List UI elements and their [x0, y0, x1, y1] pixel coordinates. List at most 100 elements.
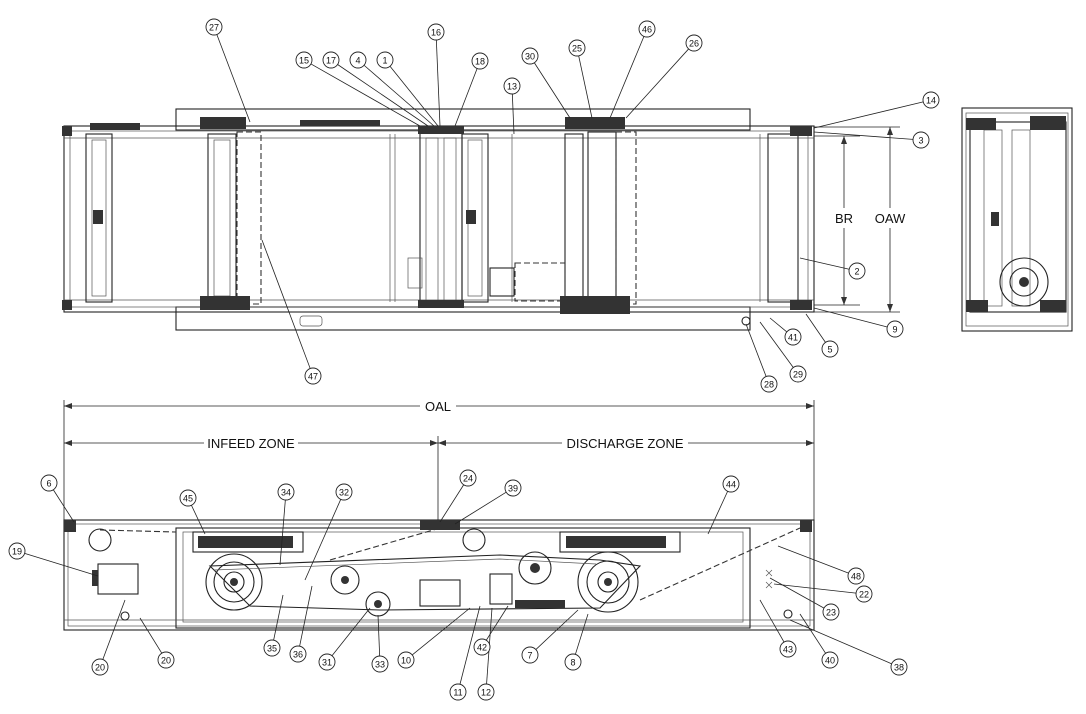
callout-leader — [759, 321, 794, 368]
callout-number: 27 — [209, 23, 219, 33]
callout-leader — [759, 599, 785, 643]
callout-balloon-20: 20 — [157, 651, 175, 669]
callout-leader — [578, 55, 593, 119]
callout-number: 20 — [95, 663, 105, 673]
callout-leader — [745, 323, 767, 377]
callout-number: 1 — [382, 56, 387, 66]
dimension-lines — [63, 126, 900, 520]
side-view — [63, 519, 815, 631]
callout-leader — [389, 65, 439, 127]
callout-leader — [363, 64, 435, 127]
callout-balloon-22: 22 — [855, 585, 873, 603]
callout-balloon-6: 6 — [40, 474, 58, 492]
callout-number: 28 — [764, 380, 774, 390]
callout-number: 34 — [281, 488, 291, 498]
callout-balloon-14: 14 — [922, 91, 940, 109]
callout-balloon-27: 27 — [205, 18, 223, 36]
callout-balloon-19: 19 — [8, 542, 26, 560]
callout-number: 6 — [46, 479, 51, 489]
br-dimension-label: BR — [835, 211, 853, 226]
callout-balloon-26: 26 — [685, 34, 703, 52]
callout-number: 23 — [826, 608, 836, 618]
callout-leader — [459, 605, 481, 685]
callout-balloon-42: 42 — [473, 638, 491, 656]
callout-number: 40 — [825, 656, 835, 666]
callout-leader — [261, 239, 311, 369]
callout-balloon-40: 40 — [821, 651, 839, 669]
callout-leader — [331, 607, 371, 656]
callout-balloon-17: 17 — [322, 51, 340, 69]
callout-balloon-4: 4 — [349, 51, 367, 69]
callout-leader — [789, 619, 892, 665]
callout-number: 8 — [570, 658, 575, 668]
callout-balloon-43: 43 — [779, 640, 797, 658]
callout-balloon-39: 39 — [504, 479, 522, 497]
callout-balloon-25: 25 — [568, 39, 586, 57]
callout-number: 35 — [267, 644, 277, 654]
end-view — [961, 107, 1073, 332]
callout-number: 26 — [689, 39, 699, 49]
callout-leader — [102, 599, 126, 660]
callout-balloon-9: 9 — [886, 320, 904, 338]
callout-leader — [310, 63, 421, 127]
callout-number: 14 — [926, 96, 936, 106]
callout-leader — [273, 594, 284, 641]
callout-number: 46 — [642, 25, 652, 35]
callout-leader — [304, 499, 342, 581]
callout-leader — [575, 613, 589, 655]
callout-leader — [299, 585, 313, 647]
callout-leader — [191, 505, 206, 535]
callout-balloon-30: 30 — [521, 47, 539, 65]
callout-number: 11 — [453, 688, 462, 698]
callout-balloon-38: 38 — [890, 658, 908, 676]
callout-number: 9 — [892, 325, 897, 335]
callout-balloon-12: 12 — [477, 683, 495, 701]
callout-balloon-45: 45 — [179, 489, 197, 507]
callout-number: 19 — [12, 547, 22, 557]
callout-leader — [435, 39, 441, 127]
callout-balloon-15: 15 — [295, 51, 313, 69]
callout-balloon-44: 44 — [722, 475, 740, 493]
callout-balloon-34: 34 — [277, 483, 295, 501]
callout-number: 32 — [339, 488, 349, 498]
callout-number: 43 — [783, 645, 793, 655]
callout-balloon-23: 23 — [822, 603, 840, 621]
callout-leader — [377, 614, 381, 657]
callout-balloon-48: 48 — [847, 567, 865, 585]
callout-number: 17 — [326, 56, 336, 66]
callout-number: 24 — [463, 474, 473, 484]
callout-leader — [535, 609, 579, 650]
discharge-zone-label: DISCHARGE ZONE — [566, 436, 683, 451]
callout-leader — [337, 64, 429, 127]
callout-number: 2 — [854, 267, 859, 277]
callout-leader — [707, 491, 729, 535]
callout-number: 5 — [827, 345, 832, 355]
callout-leader — [279, 499, 286, 566]
callout-number: 7 — [527, 651, 532, 661]
callout-number: 39 — [508, 484, 518, 494]
callout-balloon-8: 8 — [564, 653, 582, 671]
callout-number: 25 — [572, 44, 582, 54]
callout-balloon-32: 32 — [335, 483, 353, 501]
callout-balloon-46: 46 — [638, 20, 656, 38]
callout-balloon-1: 1 — [376, 51, 394, 69]
callout-number: 3 — [918, 136, 923, 146]
callout-balloon-31: 31 — [318, 653, 336, 671]
callout-number: 48 — [851, 572, 861, 582]
callout-leader — [216, 34, 251, 123]
callout-leader — [769, 317, 788, 333]
callout-balloon-35: 35 — [263, 639, 281, 657]
callout-leader — [139, 617, 163, 654]
callout-leader — [454, 491, 507, 525]
callout-number: 38 — [894, 663, 904, 673]
callout-leader — [799, 257, 850, 270]
callout-number: 13 — [507, 82, 517, 92]
callout-leader — [454, 68, 478, 127]
callout-balloon-18: 18 — [471, 52, 489, 70]
callout-balloon-2: 2 — [848, 262, 866, 280]
oal-dimension-label: OAL — [425, 399, 451, 414]
callout-number: 42 — [477, 643, 487, 653]
callout-number: 4 — [355, 56, 360, 66]
callout-number: 20 — [161, 656, 171, 666]
callout-balloon-13: 13 — [503, 77, 521, 95]
